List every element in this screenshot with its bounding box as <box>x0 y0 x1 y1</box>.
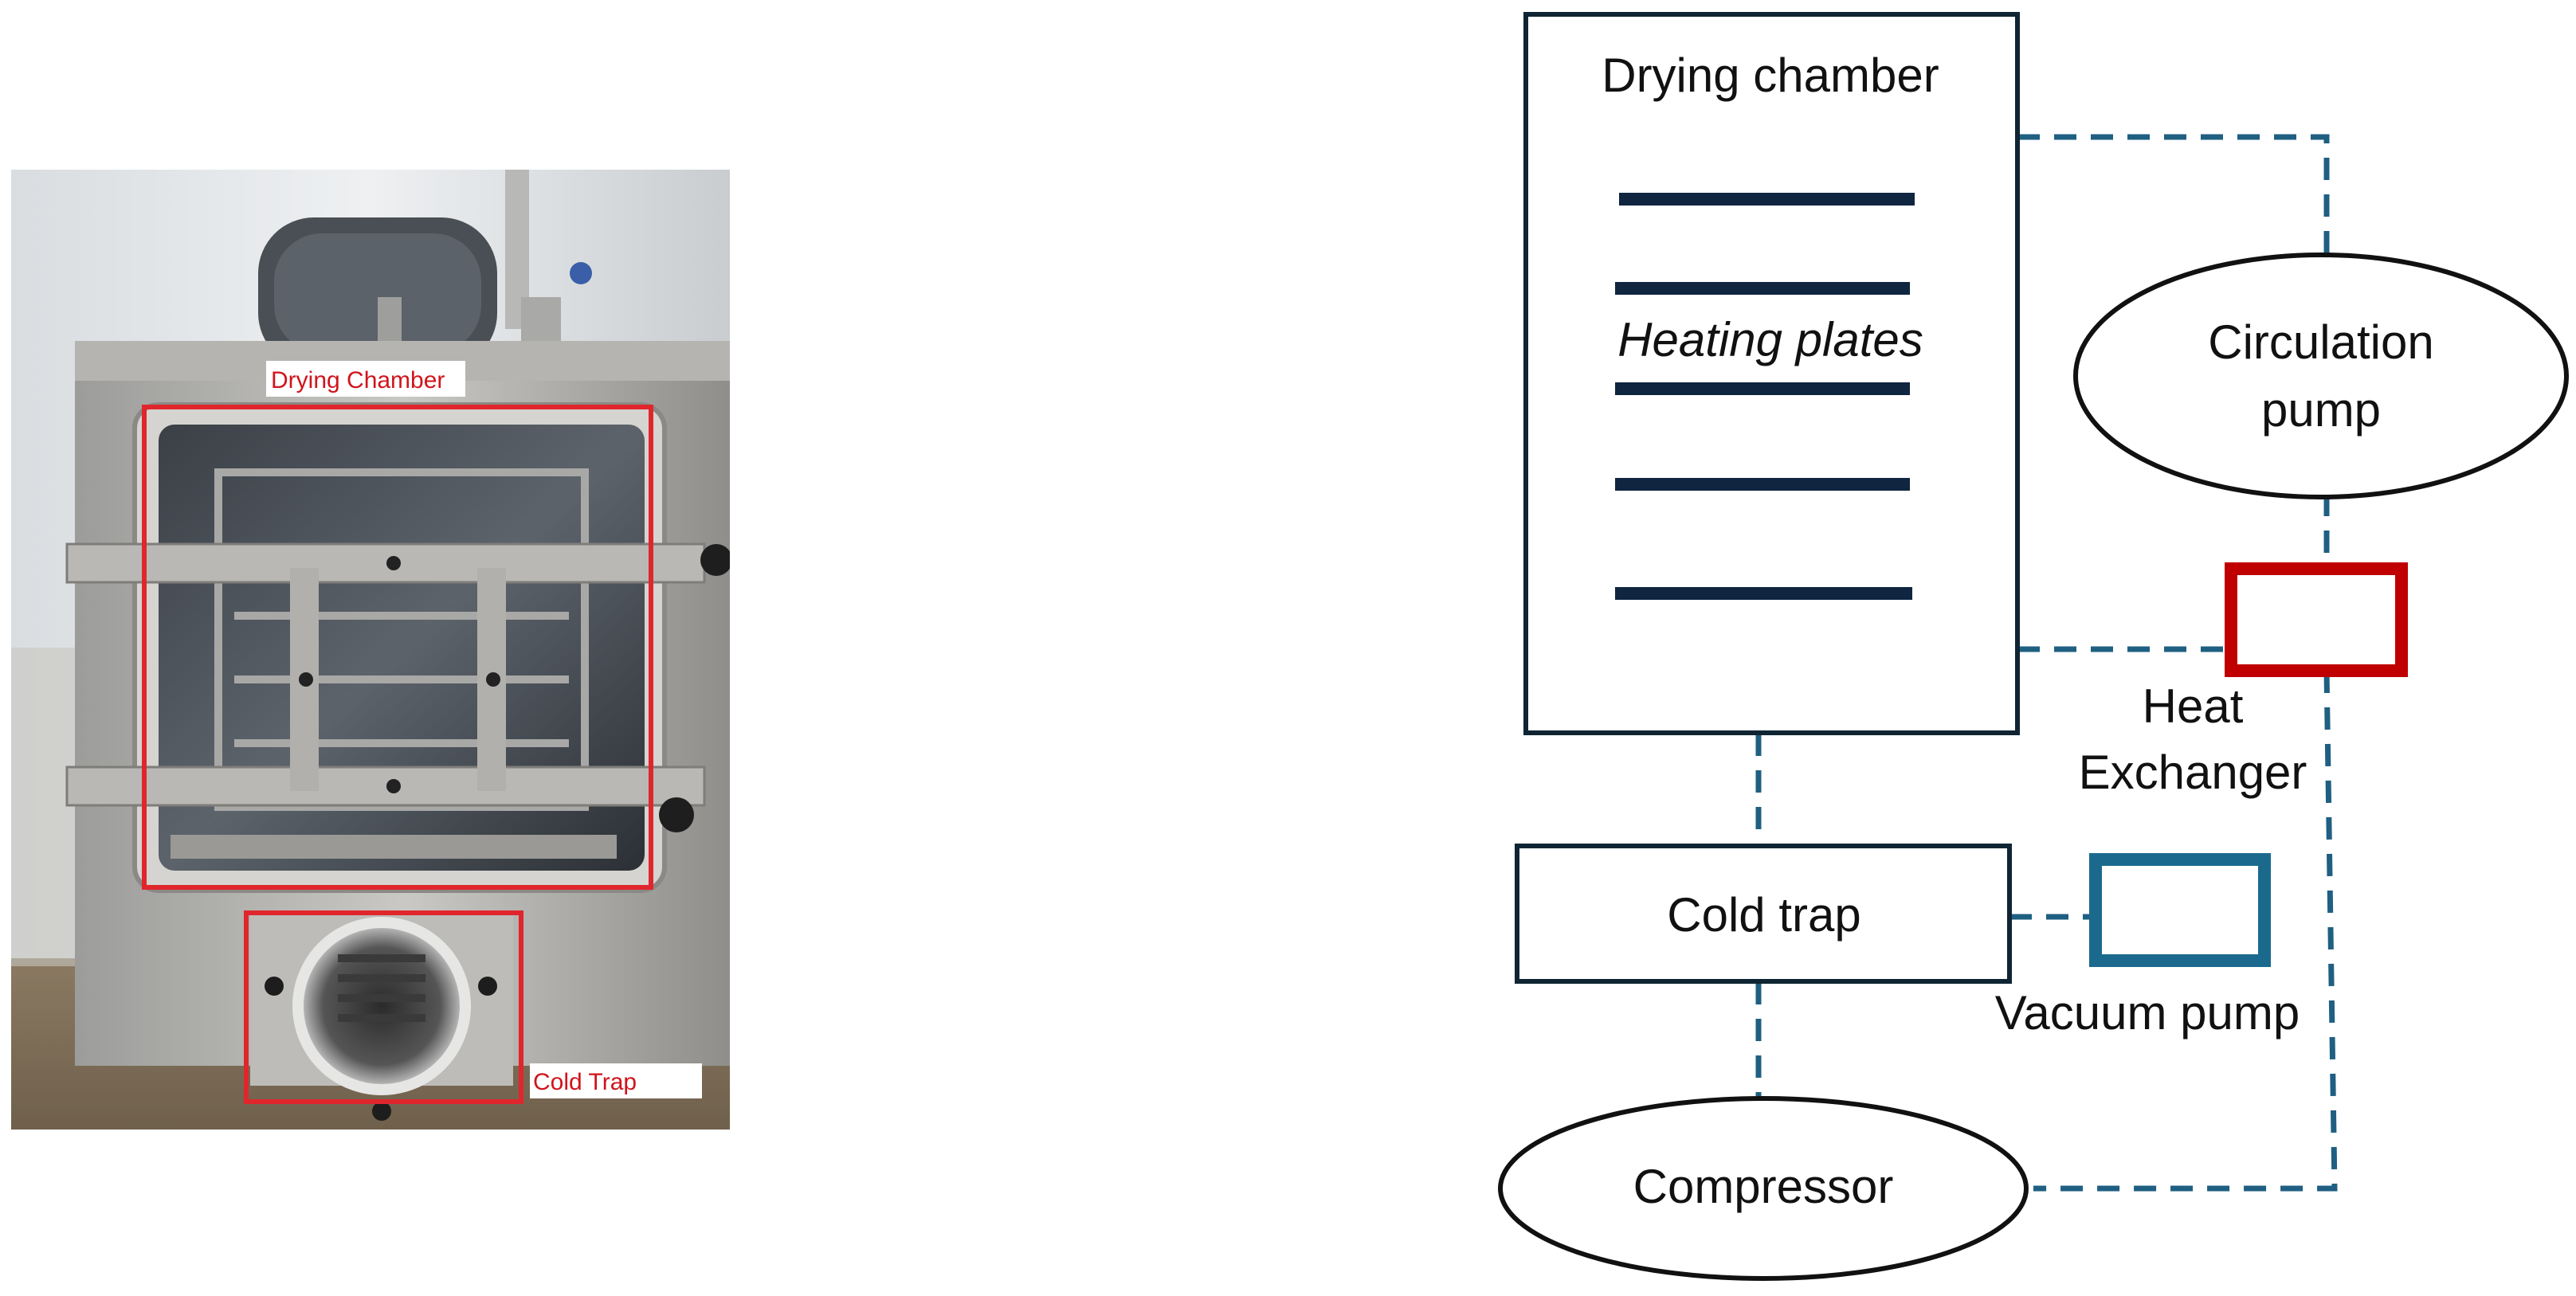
heat-exchanger-box <box>2225 562 2408 677</box>
cold-trap-label: Cold trap <box>1667 888 1860 942</box>
exchanger-to-compressor-line <box>2033 670 2338 1192</box>
drying-chamber-box <box>1523 12 2020 735</box>
circulation-pump-label-line1: Circulation <box>2208 315 2433 369</box>
freeze-dryer-photo: Drying Chamber Cold Trap <box>11 170 730 1130</box>
circulation-pump-ellipse <box>2073 253 2569 499</box>
compressor-label: Compressor <box>1633 1160 1894 1213</box>
heat-exchanger-label-line1: Heat <box>2143 679 2244 733</box>
heating-plates <box>1615 193 1915 600</box>
cold-trap-opening <box>298 922 465 1090</box>
vacuum-pump-label: Vacuum pump <box>1995 986 2300 1040</box>
drying-chamber-label: Drying chamber <box>1602 49 1939 102</box>
chamber-window <box>159 425 645 871</box>
circulation-pump-label-line2: pump <box>2261 383 2381 437</box>
vacuum-pump-box <box>2089 853 2271 967</box>
heating-plates-label: Heating plates <box>1617 313 1923 366</box>
cold-trap-photo-label: Cold Trap <box>533 1069 637 1095</box>
heat-exchanger-label-line2: Exchanger <box>2079 746 2307 799</box>
connections <box>1755 134 2338 1192</box>
cold-trap-highlight <box>244 910 523 1104</box>
cold-trap-box <box>1515 844 2012 984</box>
chamber-to-pump-line <box>2017 134 2330 256</box>
drying-chamber-photo-label: Drying Chamber <box>271 367 445 393</box>
drying-chamber-highlight <box>142 405 653 890</box>
compressor-ellipse <box>1498 1096 2029 1281</box>
